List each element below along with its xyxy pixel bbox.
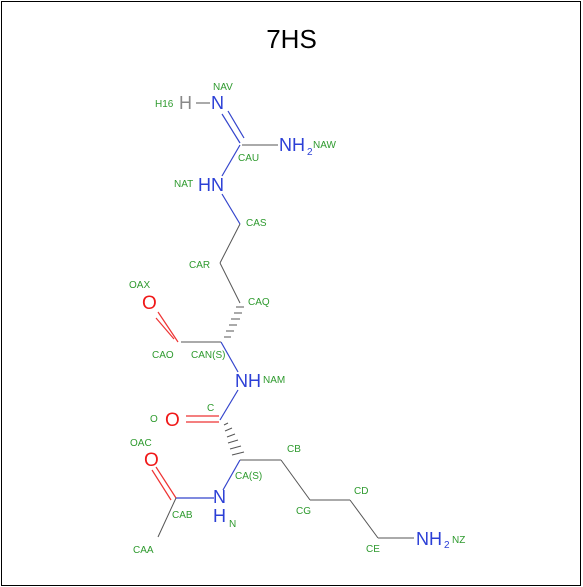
label-cg: CG [296,506,311,517]
label-caq: CAQ [248,297,270,308]
bonds [151,102,414,539]
atom-nam-symbol: NH [235,371,261,391]
atom-oac-symbol: O [144,450,159,471]
atom-nz-subscript: 2 [444,540,450,551]
atom-h16-symbol: H [179,93,192,113]
bond-cas-car [219,223,241,264]
bond-car-caq [219,262,241,304]
label-naw: NAW [313,140,337,151]
bond-can-nam [220,341,239,373]
bond-nam-c [219,389,239,421]
bond-nat-cas [221,193,241,225]
bond-nav-cau-1 [221,113,241,144]
bond-cab-caa [157,497,177,538]
label-can: CAN(S) [191,350,225,361]
atom-n-hydrogen: H [213,506,226,526]
label-ca: CA(S) [235,471,262,482]
label-h16: H16 [155,99,174,110]
label-ce: CE [366,544,380,555]
bond-cb-cg [280,459,311,501]
atom-symbols: H N NH 2 HN O NH O O N H NH 2 [142,93,450,551]
label-oac: OAC [130,438,152,449]
label-oax: OAX [129,280,150,291]
bond-ca-n [222,459,241,491]
atom-nav-symbol: N [211,93,224,113]
bond-caq-can-hashed [224,306,244,338]
molecule-title: 7HS [266,24,317,54]
atom-naw-subscript: 2 [307,147,313,158]
atom-nz-symbol: NH [416,529,442,549]
bond-cao-oax-1 [157,311,179,343]
label-o: O [150,414,158,425]
label-n: N [229,519,236,530]
label-caa: CAA [133,545,154,556]
label-cb: CB [287,444,301,455]
atom-naw-symbol: NH [279,135,305,155]
bond-c-ca-hashed [223,422,245,456]
atom-o-symbol: O [165,410,180,431]
bond-nav-cau-2 [227,110,245,139]
bond-cau-nat [221,144,241,177]
label-nav: NAV [213,82,233,93]
label-nz: NZ [452,535,465,546]
label-cd: CD [354,486,368,497]
label-cau: CAU [238,153,259,164]
bond-cao-oax-2 [155,317,175,340]
bond-cab-oac-1 [155,466,177,499]
bond-cd-ce [349,499,379,539]
label-car: CAR [189,260,210,271]
label-cao: CAO [152,350,174,361]
atom-labels: H16 NAV NAW CAU NAT CAS CAR CAQ OAX CAO … [129,82,465,556]
bond-cab-oac-2 [151,469,172,501]
label-c: C [207,403,214,414]
label-cas: CAS [246,218,267,229]
atom-oax-symbol: O [142,293,157,314]
label-cab: CAB [172,510,193,521]
label-nam: NAM [263,375,285,386]
atom-n-symbol: N [213,487,226,507]
label-nat: NAT [174,179,193,190]
atom-nat-symbol: HN [198,175,224,195]
